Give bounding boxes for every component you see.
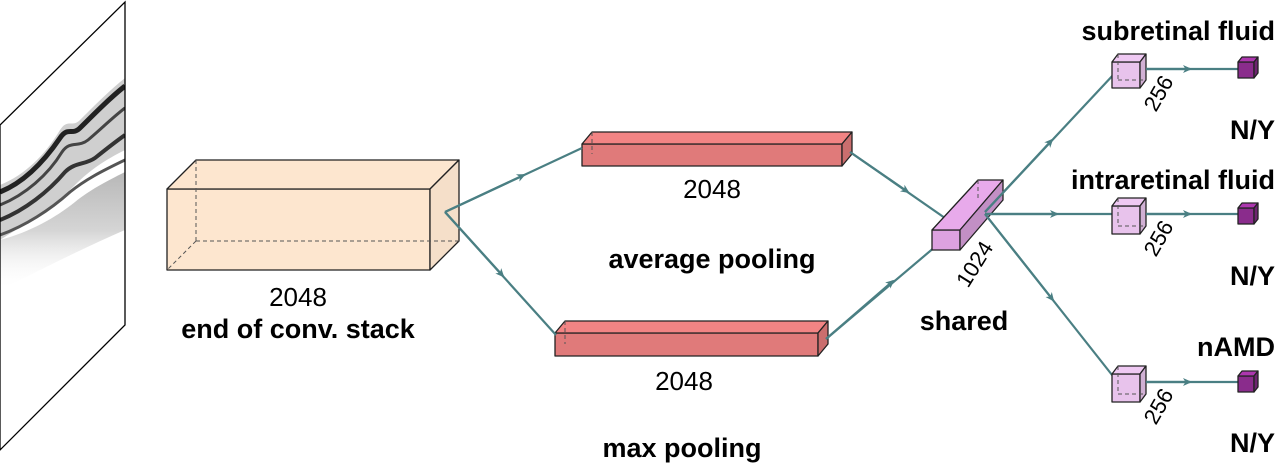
arrow-max-to-shared-head — [825, 279, 895, 340]
max-size-label: 2048 — [655, 366, 713, 396]
head3-title-label: nAMD — [1197, 332, 1275, 362]
average-pooling-block — [581, 131, 853, 167]
oct-input-image — [0, 0, 126, 451]
max-title-label: max pooling — [602, 433, 761, 463]
shared-title-label: shared — [920, 306, 1009, 336]
head1-title-label: subretinal fluid — [1081, 16, 1275, 46]
conv-title-label: end of conv. stack — [181, 314, 416, 344]
arrow-shared-to-head3-head — [984, 213, 1055, 302]
head2-title-label: intraretinal fluid — [1071, 165, 1275, 195]
head2-output-label: N/Y — [1230, 261, 1275, 291]
conv-stack-block — [166, 159, 460, 271]
head-intraretinal — [1111, 197, 1259, 235]
head1-output-label: N/Y — [1230, 115, 1275, 145]
head3-output-label: N/Y — [1230, 428, 1275, 458]
shared-block — [931, 179, 1004, 251]
avg-title-label: average pooling — [608, 244, 815, 274]
arrow-avg-to-shared-head — [849, 151, 910, 194]
conv-size-label: 2048 — [269, 282, 327, 312]
arrow-conv-to-max-head — [444, 211, 505, 278]
avg-size-label: 2048 — [683, 174, 741, 204]
arrow-shared-to-head1-head — [984, 138, 1054, 213]
max-pooling-block — [554, 320, 829, 357]
head-subretinal — [1111, 53, 1259, 89]
arrow-conv-to-avg-head — [444, 174, 526, 213]
head-namd — [1111, 365, 1259, 403]
